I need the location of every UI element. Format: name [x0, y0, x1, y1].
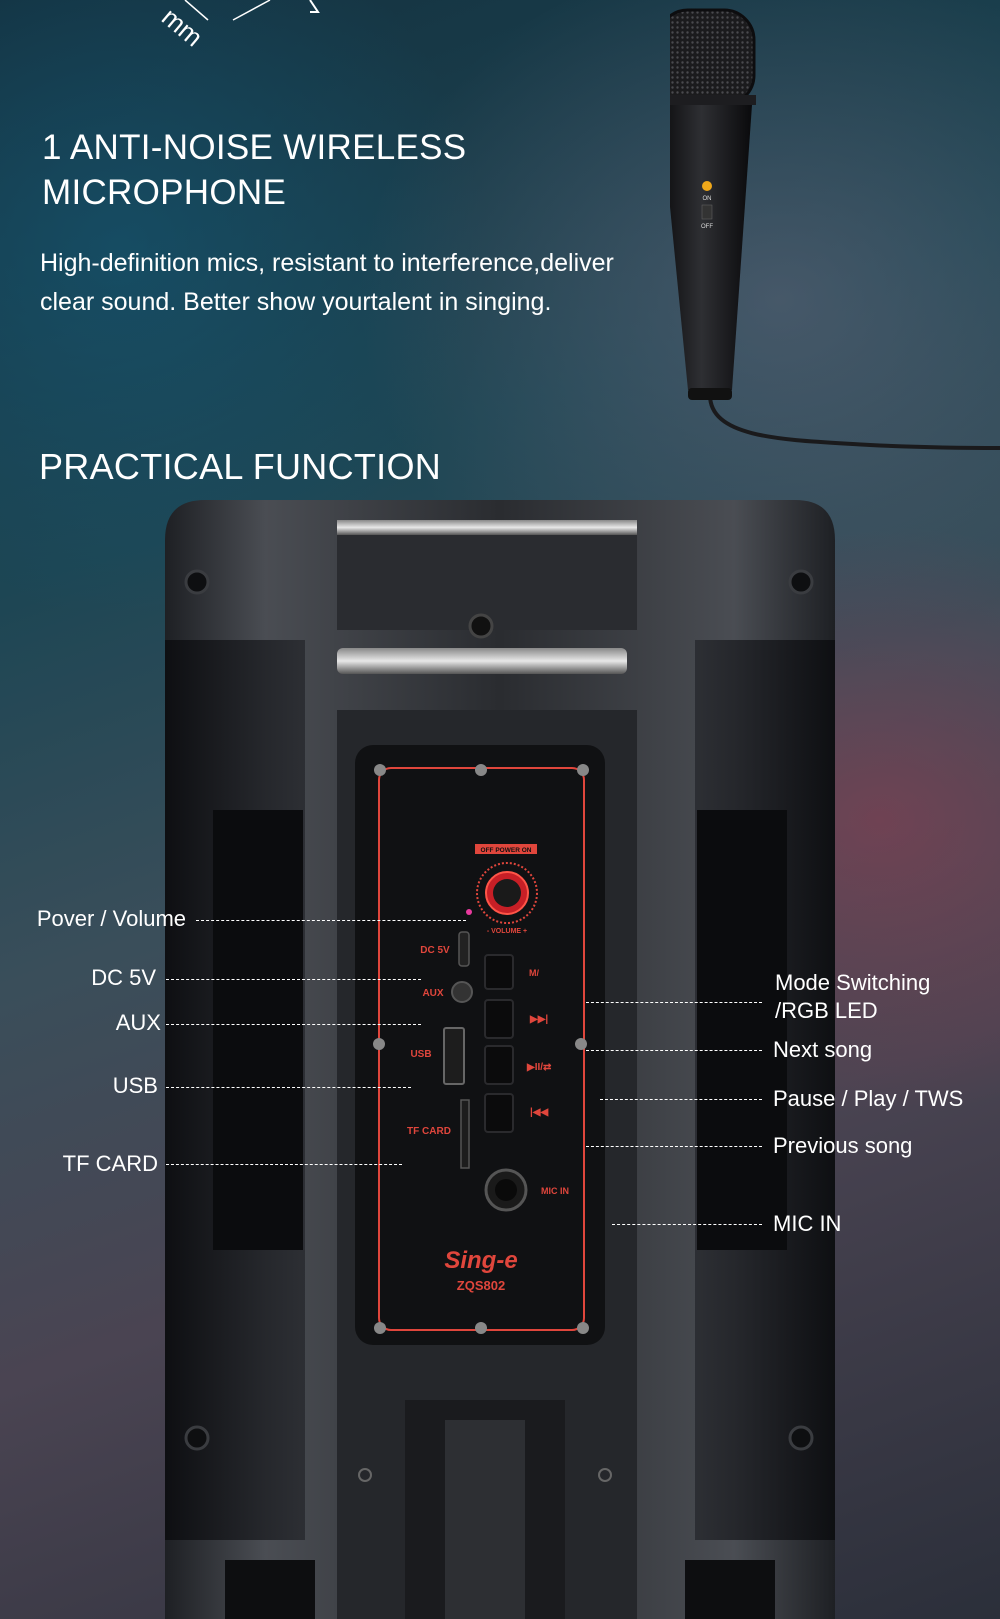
leader-dc5v [166, 979, 421, 980]
panel-tf-card-label: TF CARD [407, 1126, 451, 1137]
label-next-song: Next song [773, 1037, 873, 1062]
panel-model-label: ZQS802 [457, 1278, 505, 1293]
leader-aux [166, 1024, 421, 1025]
microphone-description: High-definition mics, resistant to inter… [40, 249, 614, 316]
top-dimension-graphic: mm [156, 0, 320, 50]
panel-mode-label: M/ [529, 968, 539, 978]
label-pause-play-tws: Pause / Play / TWS [773, 1086, 964, 1111]
leader-previous-song [586, 1146, 762, 1147]
practical-function-heading: PRACTICAL FUNCTION [39, 446, 442, 487]
panel-brand-logo: Sing-e [444, 1247, 517, 1274]
label-mode-switching: Mode Switching /RGB LED [775, 970, 931, 1023]
label-power-volume: Pover / Volume [36, 906, 186, 931]
panel-next-icon: ▶▶| [529, 1014, 548, 1025]
speaker-back-image: OFF POWER ON - VOLUME + DC 5V AUX USB TF… [165, 500, 835, 1619]
microphone-heading: 1 ANTI-NOISE WIRELESS MICROPHONE [42, 128, 467, 212]
panel-mic-in-label: MIC IN [541, 1186, 569, 1196]
panel-dc5v-label: DC 5V [420, 945, 450, 956]
label-tf-card: TF CARD [62, 1151, 158, 1176]
leader-power-volume [196, 920, 466, 921]
panel-play-pause-icon: ▶II/⇄ [526, 1062, 552, 1073]
panel-volume-label: - VOLUME + [487, 928, 527, 935]
panel-aux-label: AUX [422, 988, 443, 999]
mic-switch-off-label: OFF [701, 224, 713, 230]
leader-tf-card [166, 1164, 402, 1165]
label-mic-in: MIC IN [773, 1211, 842, 1236]
dimension-text: mm [156, 2, 208, 50]
label-previous-song: Previous song [773, 1133, 913, 1158]
panel-previous-icon: |◀◀ [530, 1107, 548, 1118]
label-usb: USB [112, 1073, 158, 1098]
panel-power-label: OFF POWER ON [481, 847, 532, 854]
microphone-image: ON OFF [670, 8, 1000, 450]
leader-next-song [586, 1050, 762, 1051]
panel-usb-label: USB [410, 1049, 431, 1060]
leader-pause-play-tws [600, 1099, 762, 1100]
mic-switch-on-label: ON [703, 196, 712, 202]
leader-mode-switching [586, 1002, 762, 1003]
leader-usb [166, 1087, 411, 1088]
leader-mic-in [612, 1224, 762, 1225]
label-aux: AUX [115, 1010, 161, 1035]
label-dc5v: DC 5V [91, 965, 156, 990]
